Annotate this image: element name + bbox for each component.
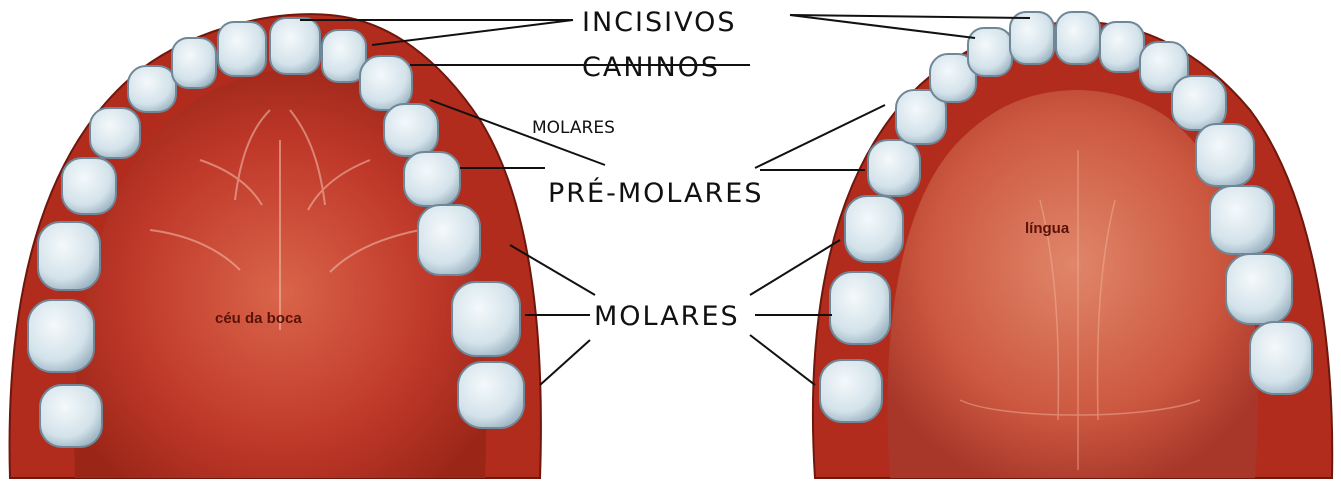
label-caninos: CANINOS [582, 52, 720, 83]
upper-arch [10, 14, 541, 478]
label-pre-molares: PRÉ-MOLARES [548, 177, 763, 209]
lower-arch [813, 12, 1332, 478]
label-incisivos: INCISIVOS [582, 7, 736, 38]
label-lingua: língua [1025, 220, 1070, 237]
label-molares: MOLARES [594, 301, 740, 332]
label-molares-small: MOLARES [532, 118, 615, 138]
label-ceu-da-boca: céu da boca [215, 310, 302, 327]
